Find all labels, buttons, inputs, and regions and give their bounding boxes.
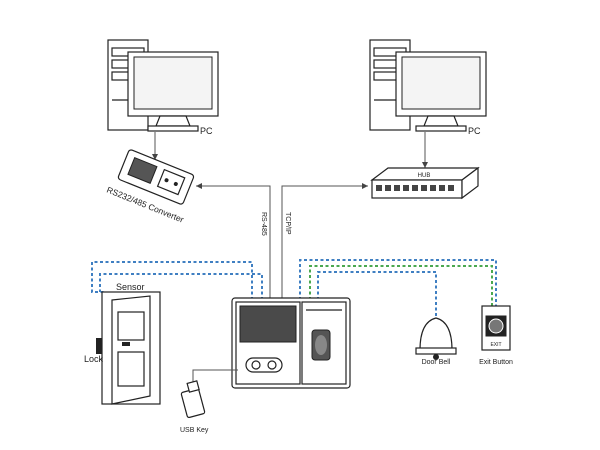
- door-bell-icon: [415, 317, 457, 360]
- wire-door-bell: [317, 271, 437, 318]
- hub-label: HUB: [418, 173, 431, 179]
- terminal-icon: [231, 297, 351, 389]
- wire-lock: [91, 261, 253, 300]
- monitor-icon: [395, 51, 487, 132]
- pc-right: PC: [369, 39, 487, 136]
- exit-button-label: Exit Button: [479, 359, 513, 366]
- exit-plate-label: EXIT: [490, 342, 501, 348]
- usb-key-icon: [180, 369, 238, 419]
- tcpip-label: TCP/IP: [284, 212, 291, 235]
- sensor-label: Sensor: [116, 282, 145, 292]
- converter-icon: [117, 149, 195, 205]
- usb-key-label: USB Key: [180, 427, 209, 434]
- pc-left-label: PC: [200, 126, 213, 136]
- lock-label: Lock: [84, 354, 104, 364]
- monitor-icon: [127, 51, 219, 132]
- door-icon: [96, 291, 161, 405]
- wire-exit-button-green: [309, 265, 493, 306]
- exit-button-icon: EXIT: [481, 305, 511, 351]
- rs485-label: RS-485: [260, 212, 267, 236]
- network-hub-icon: HUB: [370, 166, 480, 200]
- tcpip-line: [281, 183, 368, 300]
- rs485-line: [196, 183, 271, 300]
- pc-left: PC: [107, 39, 219, 136]
- wire-sensor: [99, 273, 263, 300]
- wire-exit-button: [299, 259, 497, 306]
- pc-right-label: PC: [468, 126, 481, 136]
- door-bell-label: Door Bell: [422, 359, 451, 366]
